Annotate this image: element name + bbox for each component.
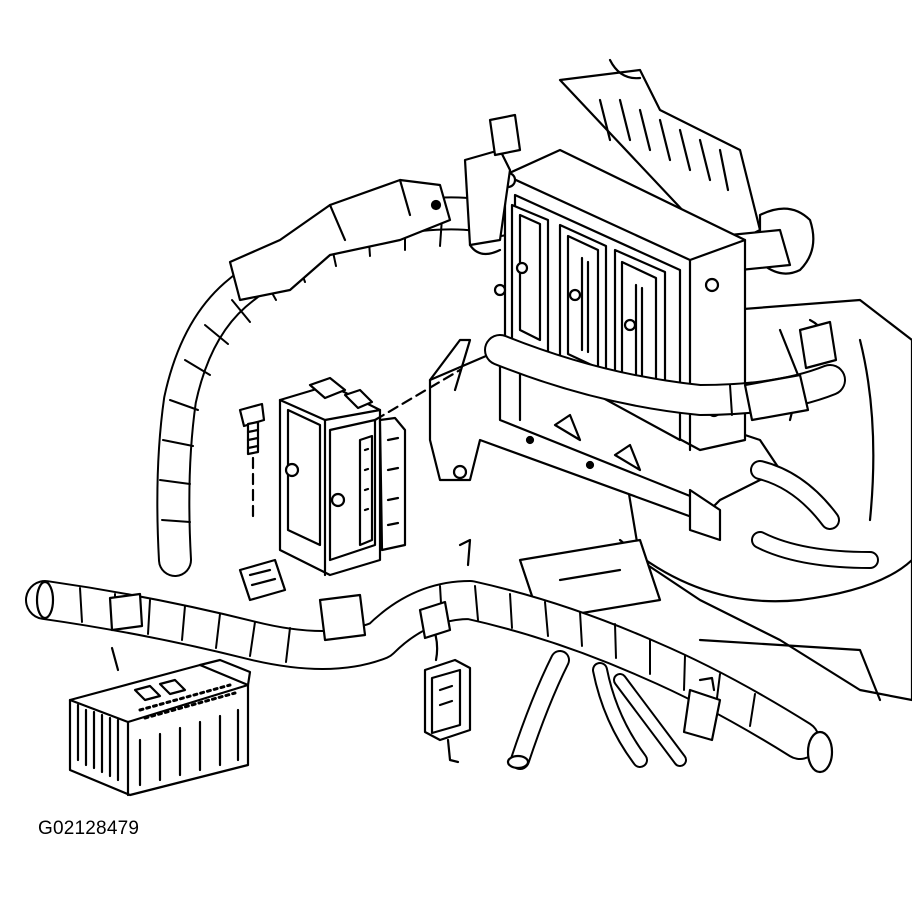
harness-clamp-right <box>682 676 722 742</box>
upper-connector-cluster <box>463 113 522 256</box>
ecm-connector-2 <box>558 223 608 382</box>
ecm-connector-3 <box>613 248 667 407</box>
harness-clamp-left <box>108 592 144 672</box>
mounting-bolt <box>238 402 266 522</box>
harness-down-branches <box>506 650 687 770</box>
relay-side-connector <box>378 416 407 552</box>
harness-shroud-upper <box>228 178 452 302</box>
ecm-mounting-bracket <box>428 338 782 542</box>
harness-grommet-right <box>743 320 879 569</box>
figure-id-label: G02128479 <box>38 818 140 839</box>
small-harness-connectors <box>238 538 472 642</box>
fuse-box <box>68 658 252 797</box>
pigtail-connector <box>423 618 472 764</box>
relay-module <box>278 376 382 577</box>
installation-guide-line <box>373 368 462 422</box>
ecm-connector-1 <box>510 203 550 357</box>
